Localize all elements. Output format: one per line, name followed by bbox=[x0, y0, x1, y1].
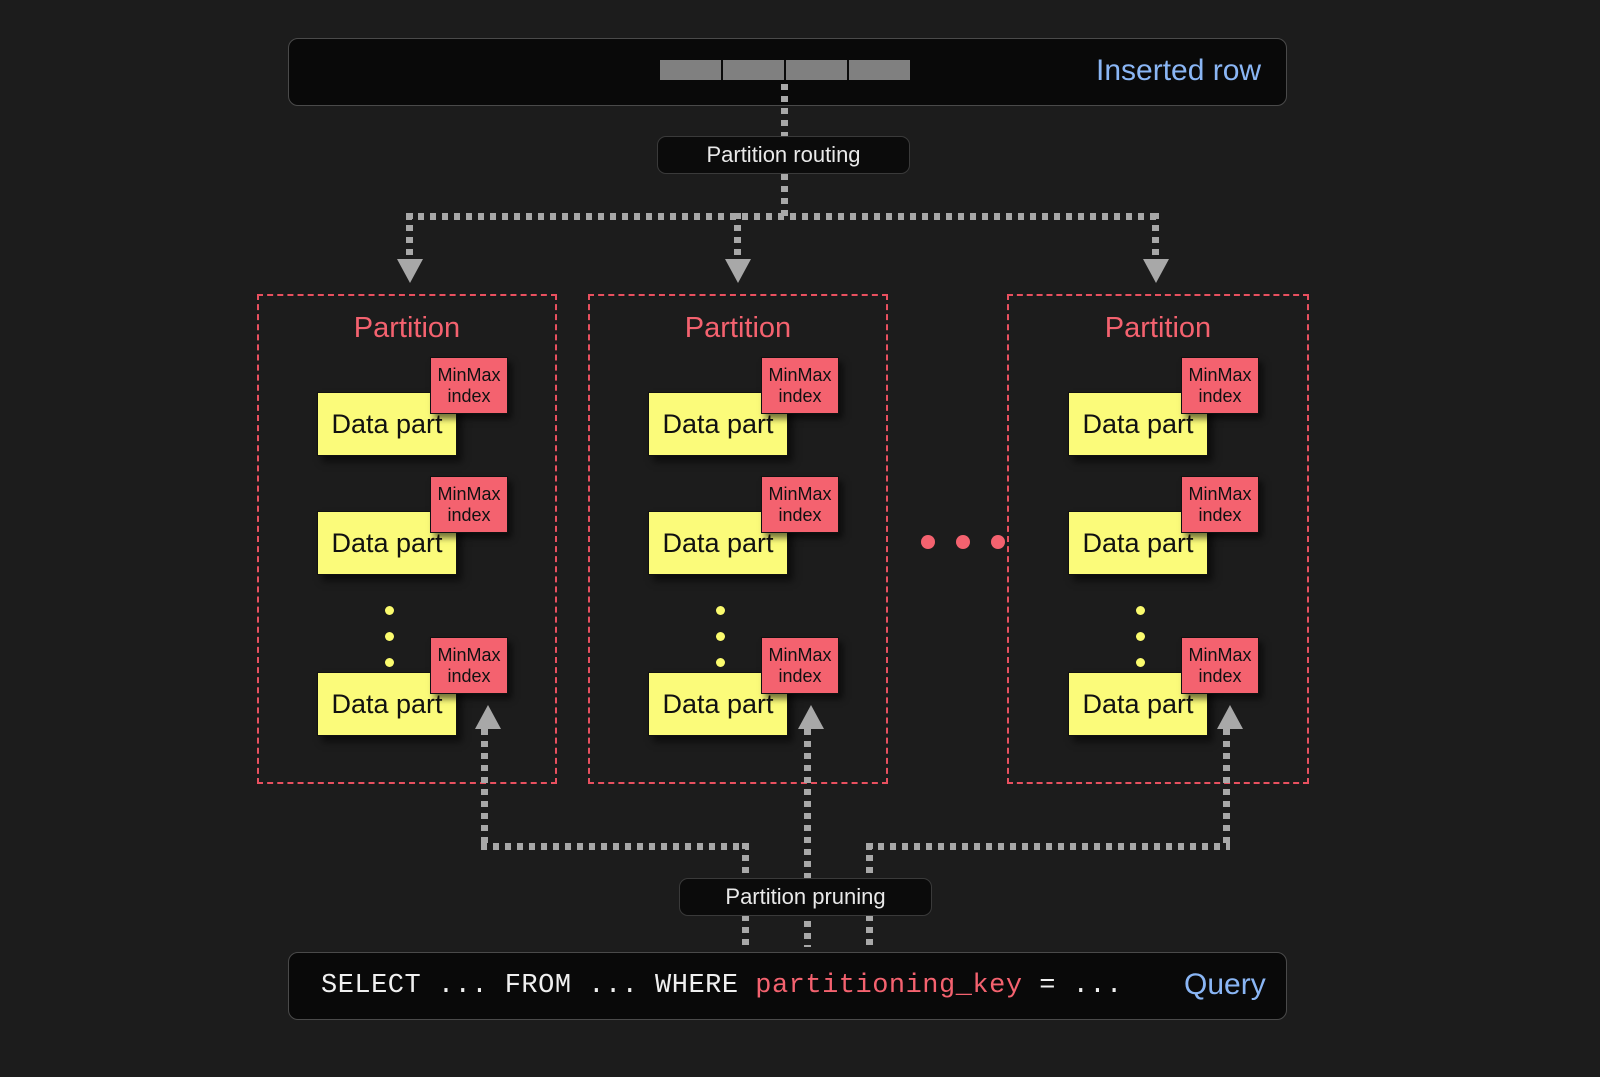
connector-prune-up-2 bbox=[804, 729, 811, 947]
connector-prune-up-3 bbox=[1223, 729, 1230, 847]
minmax-line-1: MinMax bbox=[768, 364, 832, 385]
partition-title: Partition bbox=[1104, 312, 1212, 344]
minmax-line-2: index bbox=[778, 504, 822, 525]
row-cell bbox=[786, 60, 847, 80]
minmax-line-1: MinMax bbox=[768, 644, 832, 665]
minmax-line-1: MinMax bbox=[1188, 364, 1252, 385]
row-cell bbox=[660, 60, 721, 80]
partition-title: Partition bbox=[353, 312, 461, 344]
query-label: Query bbox=[1184, 968, 1266, 1001]
query-suffix: = ... bbox=[1022, 971, 1123, 1001]
inserted-row-cells bbox=[660, 60, 910, 80]
connector-routing-bus bbox=[406, 213, 1158, 220]
partition-routing-box[interactable]: Partition routing bbox=[657, 136, 910, 174]
arrow-down-partition-1 bbox=[397, 259, 423, 283]
minmax-line-2: index bbox=[447, 385, 491, 406]
minmax-line-2: index bbox=[778, 385, 822, 406]
arrow-down-partition-2 bbox=[725, 259, 751, 283]
minmax-line-2: index bbox=[778, 665, 822, 686]
connector-prune-bus-3 bbox=[866, 843, 1230, 850]
minmax-line-2: index bbox=[447, 504, 491, 525]
query-prefix: SELECT ... FROM ... WHERE bbox=[321, 971, 756, 1001]
arrow-up-partition-3 bbox=[1217, 705, 1243, 729]
partitions-ellipsis bbox=[921, 535, 1005, 549]
vertical-ellipsis bbox=[716, 606, 725, 684]
minmax-line-1: MinMax bbox=[1188, 483, 1252, 504]
row-cell bbox=[849, 60, 910, 80]
data-part-box: Data part bbox=[648, 672, 788, 736]
minmax-line-1: MinMax bbox=[437, 644, 501, 665]
minmax-line-2: index bbox=[1198, 504, 1242, 525]
connector-branch-3 bbox=[1152, 213, 1159, 265]
minmax-line-1: MinMax bbox=[1188, 644, 1252, 665]
connector-row-to-routing bbox=[781, 84, 788, 136]
minmax-line-1: MinMax bbox=[768, 483, 832, 504]
query-panel bbox=[288, 952, 1287, 1020]
vertical-ellipsis bbox=[385, 606, 394, 684]
arrow-down-partition-3 bbox=[1143, 259, 1169, 283]
query-sql-text: SELECT ... FROM ... WHERE partitioning_k… bbox=[321, 971, 1123, 1001]
inserted-row-label: Inserted row bbox=[1096, 54, 1262, 87]
vertical-ellipsis bbox=[1136, 606, 1145, 684]
arrow-up-partition-1 bbox=[475, 705, 501, 729]
arrow-up-partition-2 bbox=[798, 705, 824, 729]
connector-prune-up-1 bbox=[481, 729, 488, 847]
minmax-line-2: index bbox=[1198, 385, 1242, 406]
connector-routing-down bbox=[781, 174, 788, 219]
minmax-line-2: index bbox=[1198, 665, 1242, 686]
connector-prune-bus-1 bbox=[481, 843, 749, 850]
minmax-line-1: MinMax bbox=[437, 483, 501, 504]
connector-branch-2 bbox=[734, 213, 741, 265]
row-cell bbox=[723, 60, 784, 80]
connector-branch-1 bbox=[406, 213, 413, 265]
query-partitioning-key: partitioning_key bbox=[755, 971, 1023, 1001]
minmax-line-2: index bbox=[447, 665, 491, 686]
partition-title: Partition bbox=[684, 312, 792, 344]
minmax-line-1: MinMax bbox=[437, 364, 501, 385]
partition-pruning-box[interactable]: Partition pruning bbox=[679, 878, 932, 916]
